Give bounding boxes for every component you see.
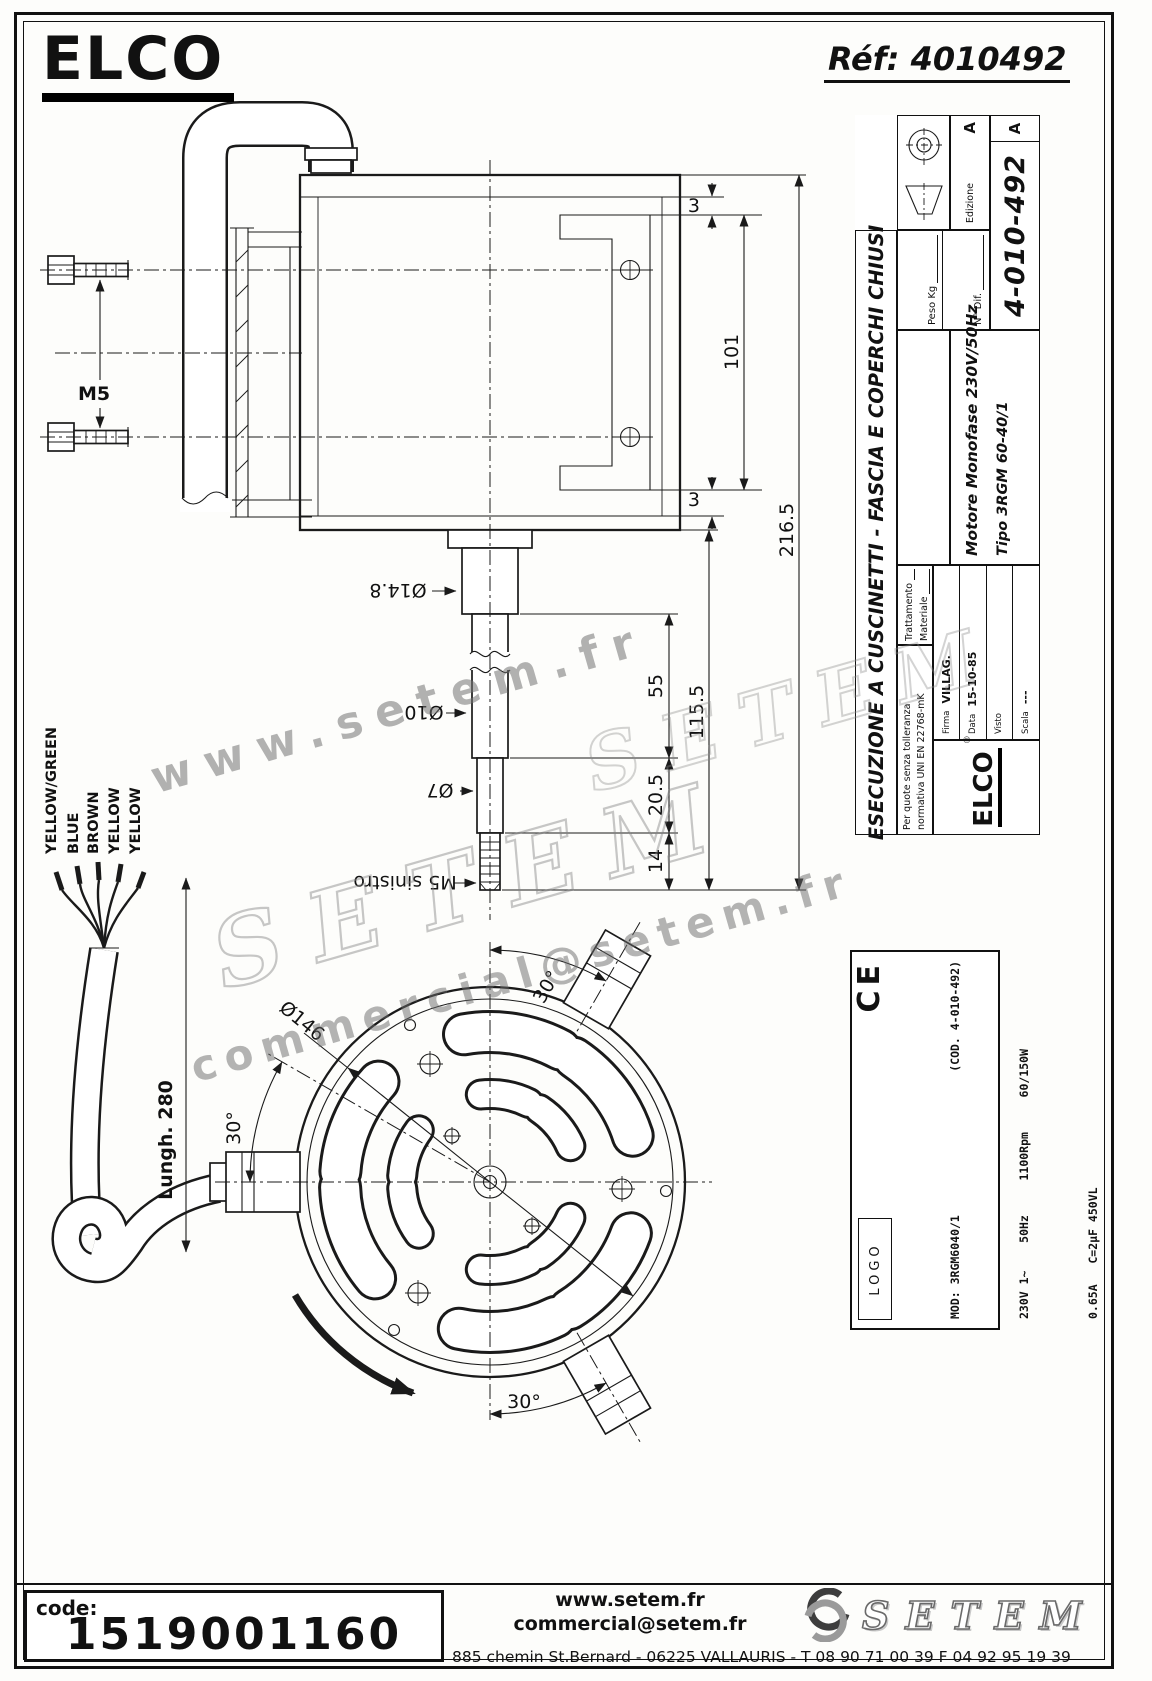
tolerance-note: Per quote senza tolleranza normativa UNI… [897,645,933,835]
dim-front-diameter: Ø146 [275,997,329,1046]
visto-label: Visto [994,713,1005,734]
nameplate-electrical: 230V 1~ 50Hz 1100Rpm 60/150W [1017,1048,1031,1319]
side-view-dimensions: 3 3 101 216.5 115.5 55 20.5 14 Ø14.8 Ø10… [78,174,806,893]
setem-swirl-icon [804,1588,850,1642]
motor-description: Motore Monofase 230V/50Hz [963,304,981,556]
title-block: ESECUZIONE A CUSCINETTI - FASCIA E COPER… [855,115,1040,840]
dim-total-height: 216.5 [776,503,798,557]
elco-small-text: ELCO [969,751,999,827]
dim-14: 14 [645,849,667,873]
code-box: code: 1519001160 [24,1590,444,1662]
motor-side-view [40,101,682,920]
data-value: 15-10-85 [966,651,980,707]
motor-description-cell: Motore Monofase 230V/50Hz Tipo 3RGM 60-4… [950,304,1040,565]
wire-label-brown: BROWN [86,791,102,854]
motor-type: Tipo 3RGM 60-40/1 [995,401,1011,556]
wire-label-yellow-green: YELLOW/GREEN [44,727,60,855]
wire-label-blue: BLUE [66,813,82,854]
firma-value: VILLAG. [940,655,954,704]
sheet-border-outer [14,12,1114,1669]
nameplate-cod: (COD. 4-010-492) [948,961,962,1072]
code-label: code: [36,1596,98,1620]
materiale-label: Materiale [919,596,930,641]
revision-letter: A [991,116,1039,142]
motor-nameplate: LOGO CE MOD: 3RGM6040/1 (COD. 4-010-492)… [850,950,1100,1330]
scala-value: --- [1019,690,1033,705]
dim-thread-m5: M5 sinistro [353,871,456,893]
cable-and-wires: YELLOW/GREEN BLUE BROWN YELLOW YELLOW Lu… [44,727,222,1284]
elco-logo-text: ELCO [42,24,225,94]
footer-website: www.setem.fr [555,1589,705,1611]
dim-cable-length: Lungh. 280 [155,1080,177,1200]
elco-logo-small: ELCO® [963,735,1002,827]
dim-dia-7: Ø7 [426,779,453,801]
stub-top [562,921,652,1032]
scala-label: Scala [1020,711,1031,734]
dim-shaft-length: 115.5 [686,685,708,739]
firma-label: Firma [941,710,952,734]
dim-gap-top: 3 [688,195,700,217]
drawing-number: 4-010-492 [999,154,1031,317]
setem-logo: SETEM [800,1588,1098,1642]
treatment-material-cell: Trattamento Materiale [897,565,933,645]
ce-mark: CE [852,960,887,1013]
drawing-main-title: ESECUZIONE A CUSCINETTI - FASCIA E COPER… [855,225,897,840]
nameplate-logo-text: LOGO [867,1242,883,1296]
data-label: Data [967,713,978,734]
projection-symbols-cell [897,115,950,230]
reference-number: Réf: 4010492 [824,40,1071,83]
dim-20-5: 20.5 [645,774,667,816]
trattamento-label: Trattamento [904,582,915,641]
setem-brand-text: SETEM [861,1592,1098,1639]
dim-dia-14-8: Ø14.8 [369,579,426,601]
edizione-label: Edizione [964,183,976,223]
first-angle-cone-icon [904,179,943,220]
motor-front-view [209,921,712,1443]
projection-circle-icon [905,125,942,166]
peso-label: Peso Kg [927,285,938,325]
drawing-number-cell: 4-010-492 A [990,115,1040,330]
code-value: 1519001160 [65,1609,403,1660]
footer-contact: www.setem.fr commercial@setem.fr [460,1589,800,1637]
tolerance-line-2: normativa UNI EN 22768-mK [915,693,927,830]
dim-angle-left: 30° [223,1111,245,1145]
nameplate-model: MOD: 3RGM6040/1 [948,1215,962,1319]
dim-angle-bottom: 30° [507,1391,541,1413]
dim-bolt-m5: M5 [78,383,110,405]
footer-email: commercial@setem.fr [513,1612,747,1635]
wire-label-yellow-1: YELLOW [107,787,123,855]
tolerance-line-1: Per quote senza tolleranza [902,703,913,830]
stub-bottom [562,1332,652,1443]
sheet-border-inner [23,21,1105,1660]
dim-bracket-length: 101 [721,334,743,370]
nameplate-logo-box: LOGO [858,1218,892,1320]
dim-dia-10: Ø10 [404,701,443,723]
footer-divider [14,1583,1114,1585]
dim-gap-bottom: 3 [688,489,700,511]
dim-55: 55 [645,674,667,698]
wire-label-yellow-2: YELLOW [128,787,144,855]
footer-address: 885 chemin St.Bernard - 06225 VALLAURIS … [452,1648,1071,1666]
dim-angle-top: 30° [529,967,565,1007]
elco-logo-cell: ELCO® [933,735,1040,835]
edition-cell: Edizione A [950,115,990,230]
elco-logo: ELCO [42,28,235,102]
edizione-value: A [961,122,979,134]
empty-cell [897,330,950,565]
nameplate-capacitor: 0.65A C=2µF 450VL [1086,1187,1100,1319]
nameplate-text: MOD: 3RGM6040/1 (COD. 4-010-492) 230V 1~… [898,961,1152,1319]
signature-cell: Firma VILLAG. Data 15-10-85 Visto Scala --- [933,565,1040,740]
